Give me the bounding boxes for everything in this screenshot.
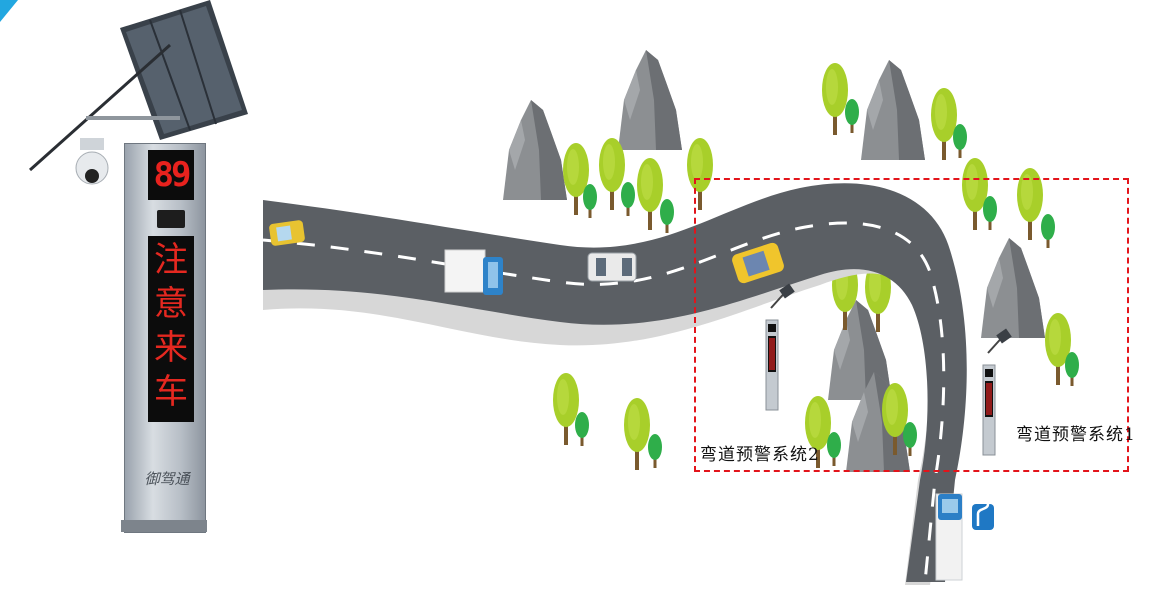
warning-zone-box: [694, 178, 1129, 472]
rock: [503, 100, 567, 200]
tree: [660, 199, 674, 233]
message-char: 车: [154, 372, 188, 412]
tree: [575, 412, 589, 446]
speed-display: 89: [148, 150, 194, 200]
tree: [624, 398, 650, 470]
truck: [444, 249, 503, 295]
tree: [822, 63, 848, 135]
corner-accent: [0, 0, 18, 22]
tree: [648, 434, 662, 468]
rock: [618, 50, 682, 150]
tree: [621, 182, 635, 216]
curve-road-sign-icon: [972, 503, 994, 530]
message-panel: 注 意 来 车: [148, 236, 194, 422]
yellow-taxi-left: [269, 220, 305, 246]
brand-logo-text: 御驾通: [144, 470, 190, 488]
message-char: 意: [154, 284, 188, 324]
blue-van-bottom: [935, 493, 963, 581]
mast-arm: [29, 43, 171, 172]
road: [263, 183, 967, 582]
tree: [845, 99, 859, 133]
rock: [861, 60, 925, 160]
message-char: 注: [154, 240, 188, 280]
system-2-label: 弯道预警系统2: [700, 445, 820, 465]
tree: [637, 158, 663, 230]
message-char: 来: [154, 328, 188, 368]
sign-base: [121, 520, 207, 532]
tree: [583, 184, 597, 218]
radar-sensor: [157, 210, 185, 228]
tree: [931, 88, 957, 160]
tree: [953, 124, 967, 158]
camera-icon: [75, 138, 109, 185]
yellow-taxi-curve: [732, 242, 784, 284]
solar-panel: [120, 0, 248, 140]
system-1-label: 弯道预警系统1: [1016, 425, 1136, 445]
vms-sign: 89 注 意 来 车 御驾通: [24, 0, 254, 540]
tree: [553, 373, 579, 445]
tree: [599, 138, 625, 210]
white-van: [587, 252, 637, 282]
